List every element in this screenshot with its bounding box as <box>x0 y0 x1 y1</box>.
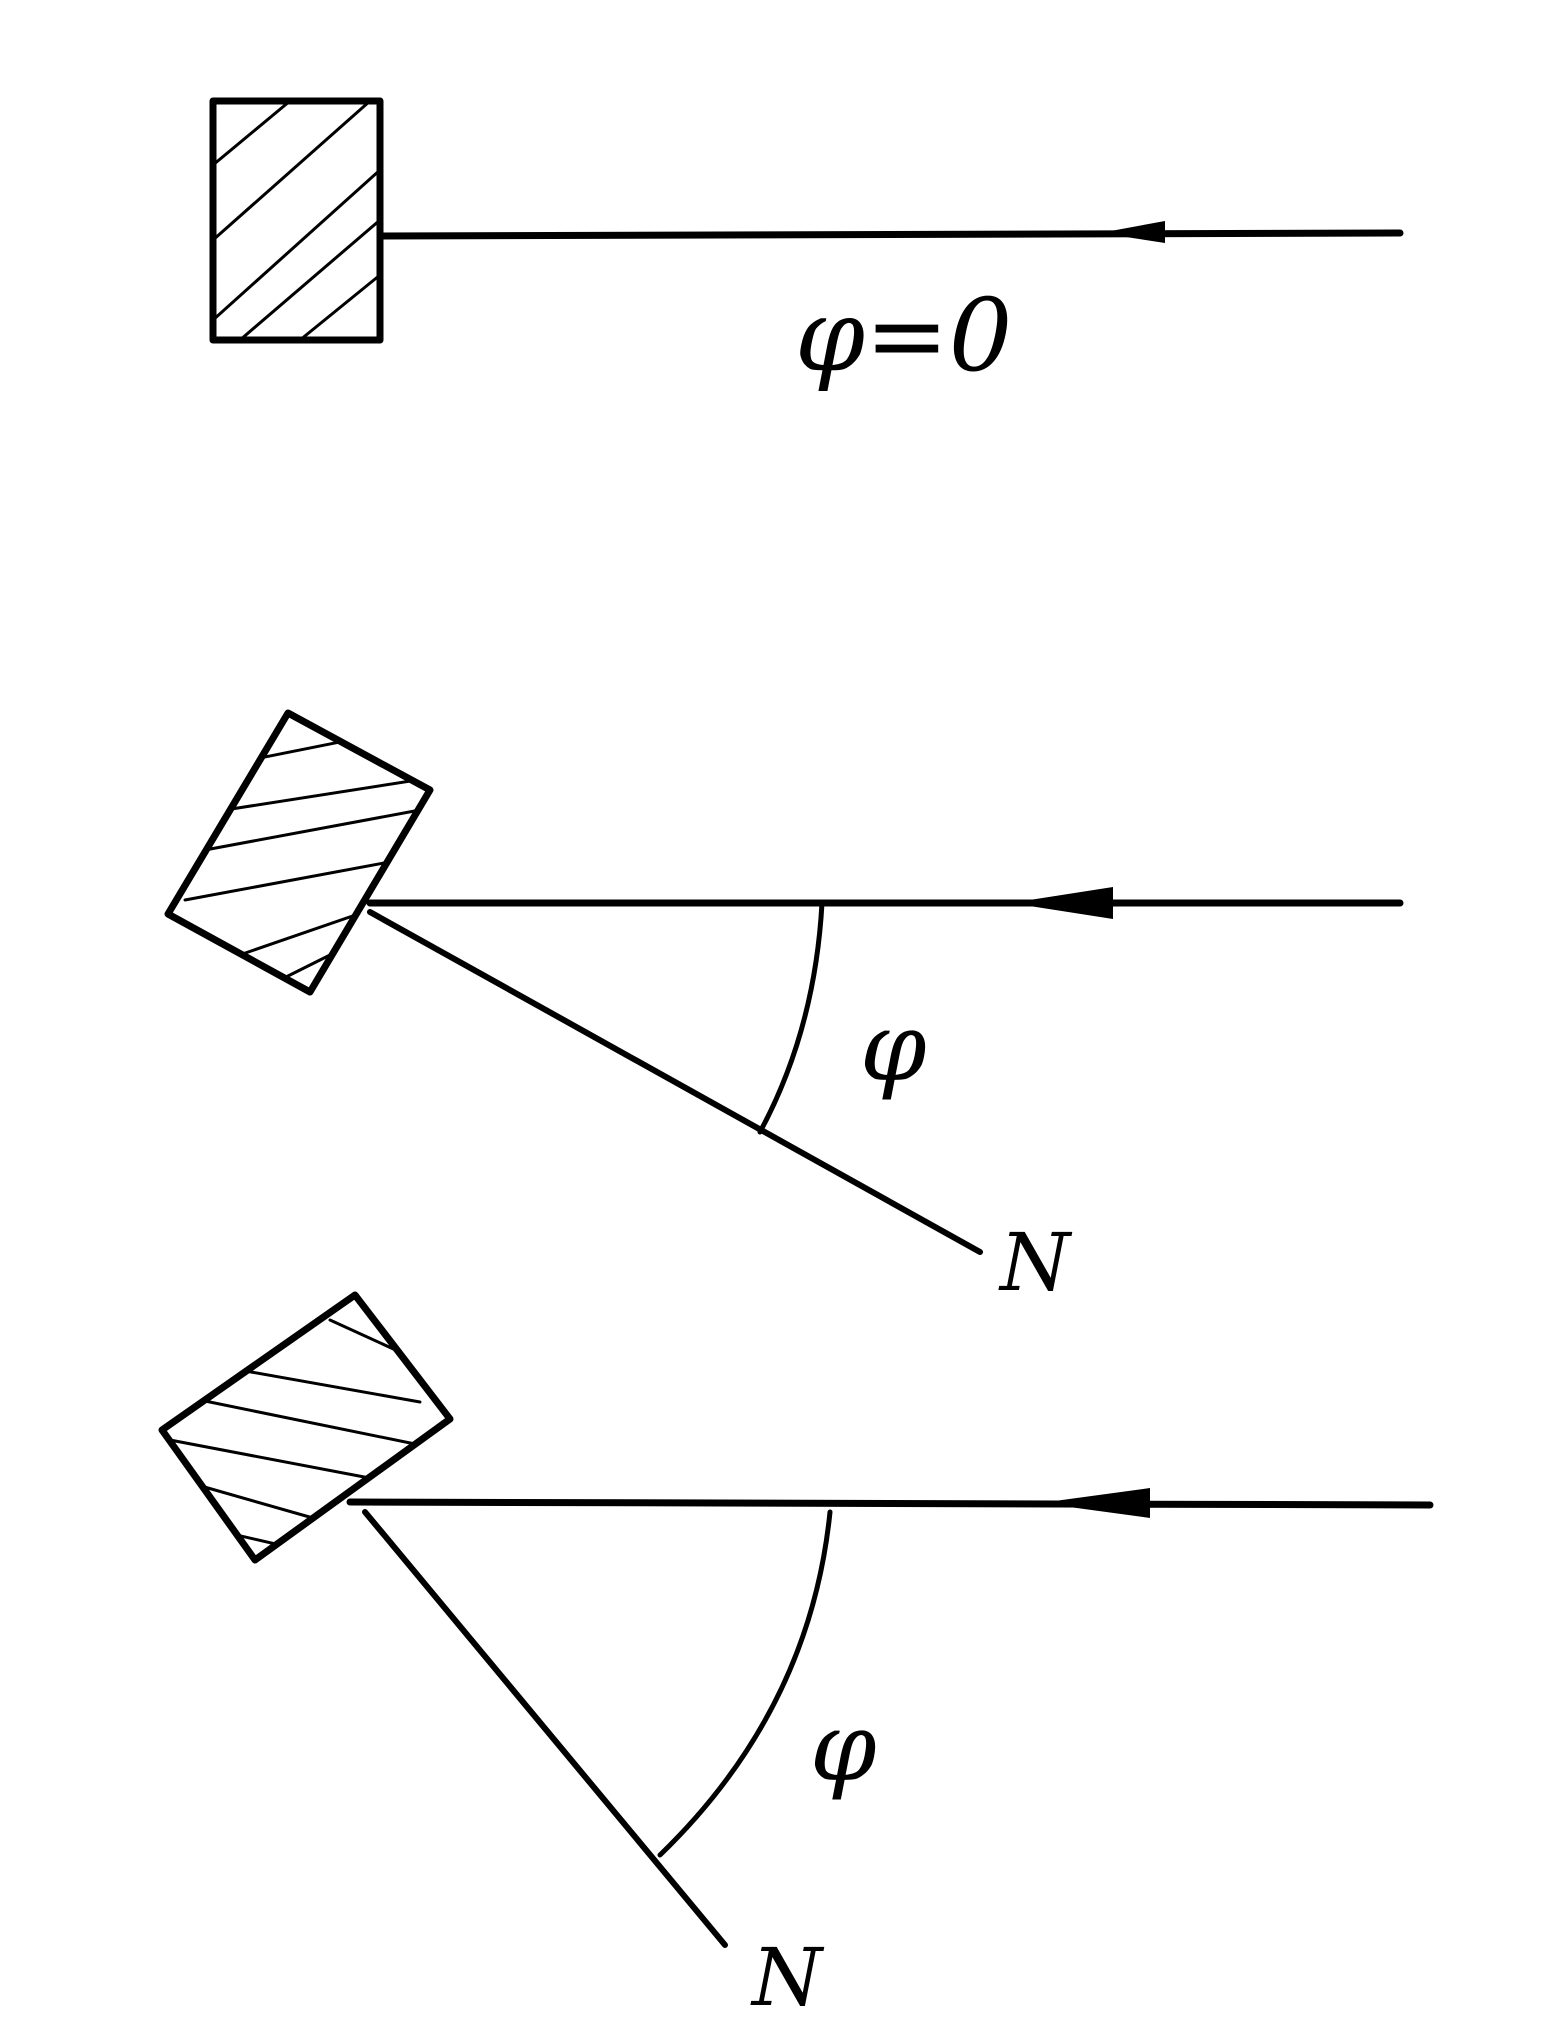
incident-beam-3 <box>346 1498 1434 1509</box>
target-block-1 <box>209 97 384 344</box>
target-block-3 <box>158 1291 454 1564</box>
beam-arrowhead-1 <box>1100 221 1165 243</box>
angle-label-2: φ <box>860 993 927 1103</box>
panel-3-grazing-incidence: φ N <box>158 1291 1434 2017</box>
surface-normal-3 <box>362 1509 728 1948</box>
angle-label-3: φ <box>810 1693 877 1803</box>
hatching-1 <box>213 101 380 340</box>
hatching-2 <box>183 728 430 982</box>
incident-beam-1 <box>376 229 1404 240</box>
panel-1-normal-incidence: φ=0 <box>209 97 1404 394</box>
surface-normal-2 <box>367 909 983 1255</box>
panel-2-oblique-incidence: φ N <box>164 709 1404 1309</box>
normal-label-2: N <box>998 1216 1073 1309</box>
beam-arrowhead-2 <box>1010 887 1113 919</box>
beam-arrowhead-3 <box>1040 1488 1150 1518</box>
angle-arc-3 <box>657 1509 833 1858</box>
hatching-3 <box>168 1318 422 1547</box>
angle-arc-2 <box>757 900 825 1135</box>
target-block-2 <box>164 709 434 996</box>
angle-label-1: φ=0 <box>795 277 1012 394</box>
normal-label-3: N <box>750 1931 825 2017</box>
